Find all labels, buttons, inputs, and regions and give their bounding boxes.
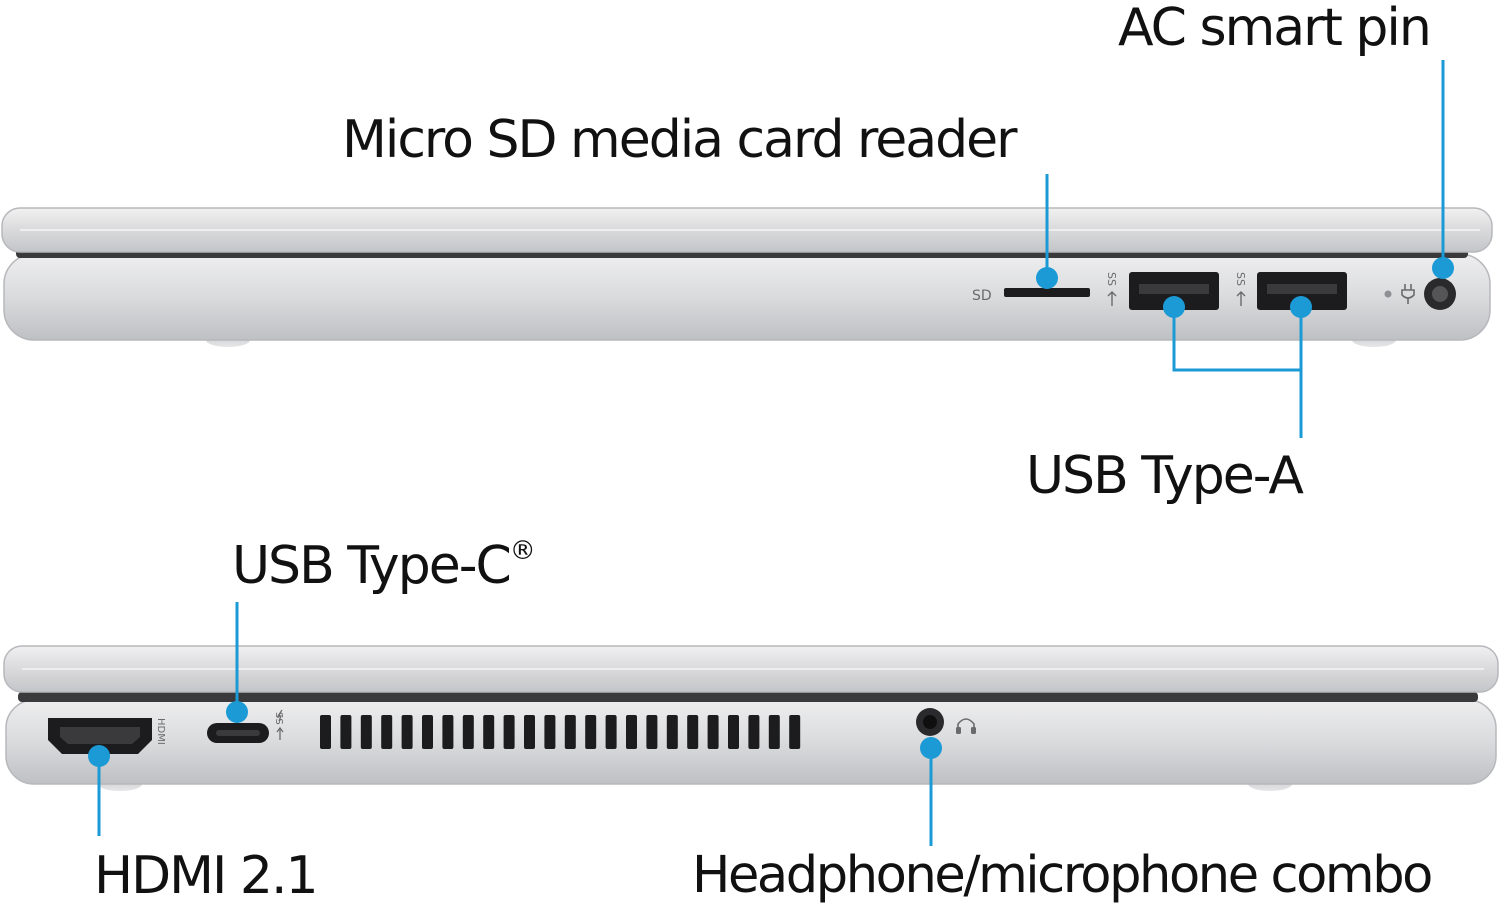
- callout-lines-bottom: [88, 602, 942, 846]
- vent-slot: [707, 715, 719, 749]
- laptop-right-side: SD SS SS: [1, 207, 1493, 347]
- vent-slot: [605, 715, 617, 749]
- charge-led: [1384, 290, 1392, 298]
- vent-slot: [360, 715, 372, 749]
- vent-slot: [422, 715, 433, 749]
- vent-slot: [381, 715, 393, 749]
- usb-type-c-text: USB Type-C: [232, 536, 512, 596]
- vent-slot: [544, 715, 556, 749]
- registered-mark: ®: [509, 536, 536, 566]
- vent-slot: [666, 715, 678, 749]
- vent-slot: [768, 715, 780, 749]
- vent-slot: [483, 715, 495, 749]
- micro-sd-reader-label: Micro SD media card reader: [342, 110, 1017, 170]
- hdmi-marking: HDMI: [155, 718, 166, 745]
- svg-text:SS: SS: [273, 712, 284, 725]
- vent-slot: [320, 715, 331, 749]
- usb-c-power-icon: SS: [273, 709, 284, 740]
- vent-slot: [728, 715, 739, 749]
- usb-superspeed-icon: SS: [1105, 272, 1118, 306]
- svg-text:SS: SS: [1105, 272, 1118, 286]
- vent-grille: [320, 715, 801, 749]
- vent-slot: [462, 715, 474, 749]
- vent-slot: [524, 715, 535, 749]
- vent-slot: [646, 715, 658, 749]
- vent-slot: [789, 715, 801, 749]
- micro-sd-slot: [1004, 288, 1090, 297]
- ac-smart-pin-label: AC smart pin: [1118, 0, 1432, 58]
- hdmi-label: HDMI 2.1: [94, 846, 319, 906]
- sd-marking: SD: [972, 288, 992, 304]
- usb-type-a-label: USB Type-A: [1026, 446, 1304, 506]
- headset-icon: [956, 718, 976, 734]
- vent-slot: [503, 715, 515, 749]
- callout-lines-top: [1036, 60, 1454, 438]
- usb-type-c-label: USB Type-C®: [232, 538, 536, 592]
- vent-slot: [687, 715, 699, 749]
- headphone-combo-label: Headphone/microphone combo: [692, 846, 1433, 905]
- vent-slot: [564, 715, 576, 749]
- vent-slot: [626, 715, 637, 749]
- vent-slot: [585, 715, 597, 749]
- usb-superspeed-icon: SS: [1234, 272, 1247, 306]
- laptop-seam: [18, 692, 1478, 702]
- vent-slot: [340, 715, 352, 749]
- power-plug-icon: [1401, 284, 1415, 304]
- vent-slot: [748, 715, 760, 749]
- vent-slot: [442, 715, 454, 749]
- svg-text:SS: SS: [1234, 272, 1247, 286]
- vent-slot: [401, 715, 413, 749]
- laptop-left-side: HDMI SS: [3, 645, 1499, 791]
